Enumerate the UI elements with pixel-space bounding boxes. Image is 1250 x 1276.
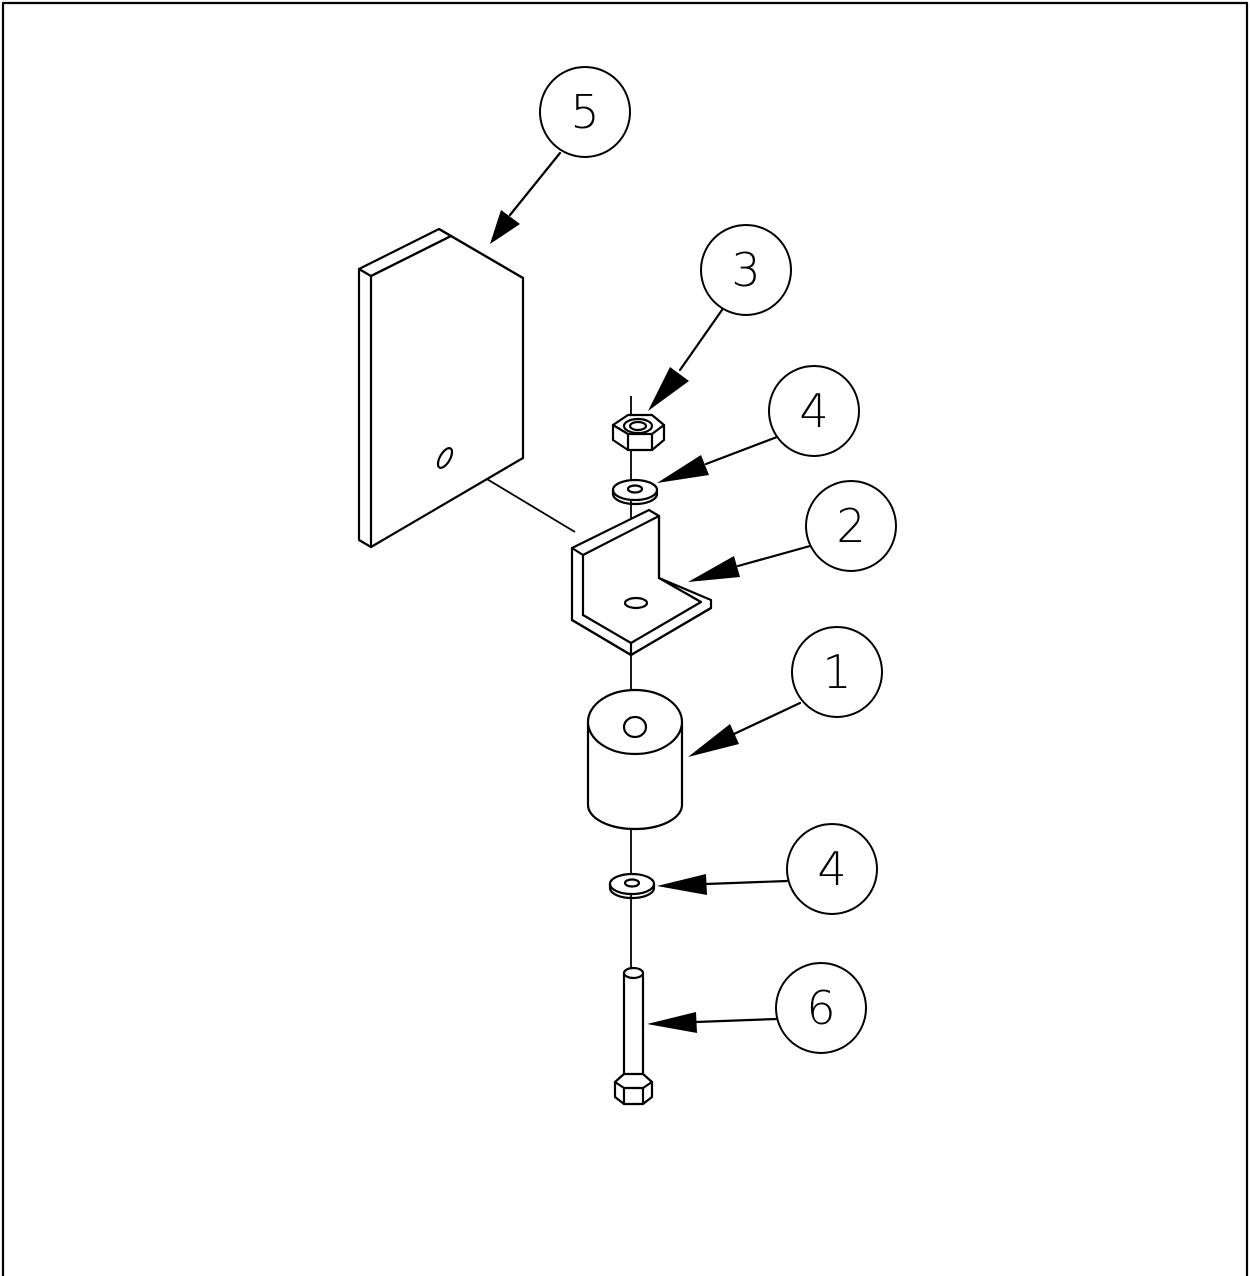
balloon-4-bottom: 4 — [786, 823, 878, 915]
part-2-angle-bracket — [570, 508, 713, 657]
plate-hole — [436, 447, 454, 469]
part-6-hex-bolt — [613, 966, 654, 1106]
balloon-1-label: 1 — [822, 645, 851, 699]
balloon-5: 5 — [539, 66, 631, 158]
part-1-cylinder-isolator — [586, 688, 684, 831]
part-4-washer-bottom — [608, 872, 656, 900]
balloon-6: 6 — [775, 962, 867, 1054]
part-3-hex-nut — [611, 413, 666, 452]
balloon-5-label: 5 — [570, 85, 599, 139]
balloon-4-top-label: 4 — [799, 384, 828, 438]
balloon-2: 2 — [805, 480, 897, 572]
balloon-6-label: 6 — [806, 981, 835, 1035]
balloon-2-label: 2 — [836, 499, 865, 553]
part-4-washer-top — [611, 478, 659, 506]
balloon-3: 3 — [700, 224, 792, 316]
cylinder-bore — [622, 715, 648, 739]
balloon-4-bottom-label: 4 — [817, 842, 846, 896]
balloon-3-label: 3 — [731, 243, 760, 297]
leader-lines — [490, 151, 812, 1033]
bracket-hole — [623, 596, 649, 610]
balloon-1: 1 — [791, 626, 883, 718]
balloon-4-top: 4 — [768, 365, 860, 457]
part-5-mounting-plate — [357, 227, 525, 549]
